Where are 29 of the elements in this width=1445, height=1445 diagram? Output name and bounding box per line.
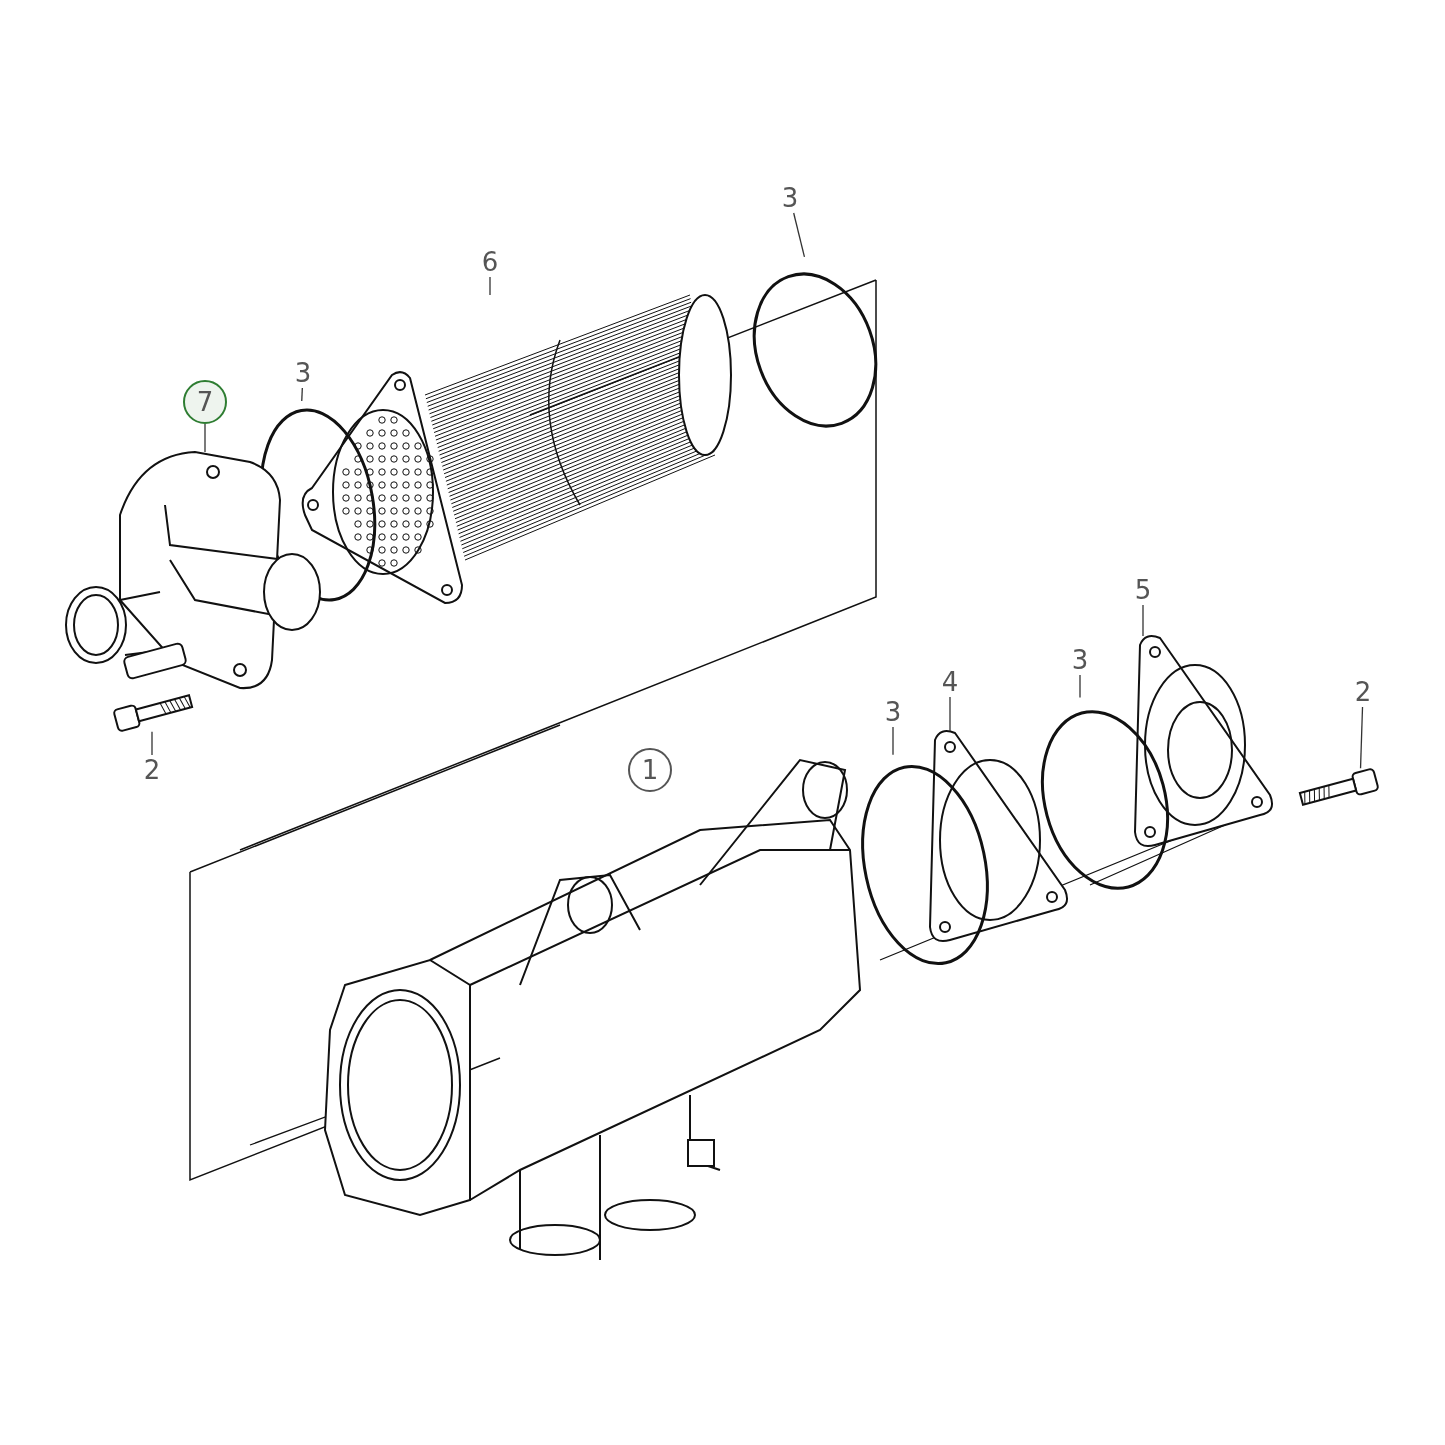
leader-line: [892, 726, 894, 756]
bolt-drawing: [1298, 767, 1380, 806]
bolt-drawing: [112, 694, 194, 733]
leader-line: [1142, 604, 1144, 637]
cover-plate-drawing: [1134, 635, 1273, 848]
leader-line: [1359, 706, 1364, 769]
leader-line: [301, 387, 303, 402]
leader-line: [151, 731, 153, 756]
leader-line: [1079, 674, 1081, 699]
o-ring: [861, 764, 989, 966]
callout-number: 2: [1352, 677, 1374, 707]
callout-number: 3: [1069, 645, 1091, 675]
leader-line: [489, 276, 491, 296]
thermostat-housing-drawing: [65, 451, 321, 690]
callout-number: 3: [882, 697, 904, 727]
callout-number: 3: [779, 183, 801, 213]
callout-number: 2: [141, 755, 163, 785]
circled-callout-number: 7: [183, 380, 227, 424]
o-ring: [752, 272, 878, 428]
callout-number: 3: [292, 358, 314, 388]
leader-line: [204, 423, 206, 453]
callout-number: 4: [939, 667, 961, 697]
callout-number: 6: [479, 247, 501, 277]
o-ring: [1041, 710, 1169, 890]
circled-callout-number: 1: [628, 748, 672, 792]
leader-line: [949, 696, 951, 732]
gasket-plate-drawing: [929, 730, 1068, 943]
leader-line: [793, 212, 806, 258]
callout-number: 5: [1132, 575, 1154, 605]
